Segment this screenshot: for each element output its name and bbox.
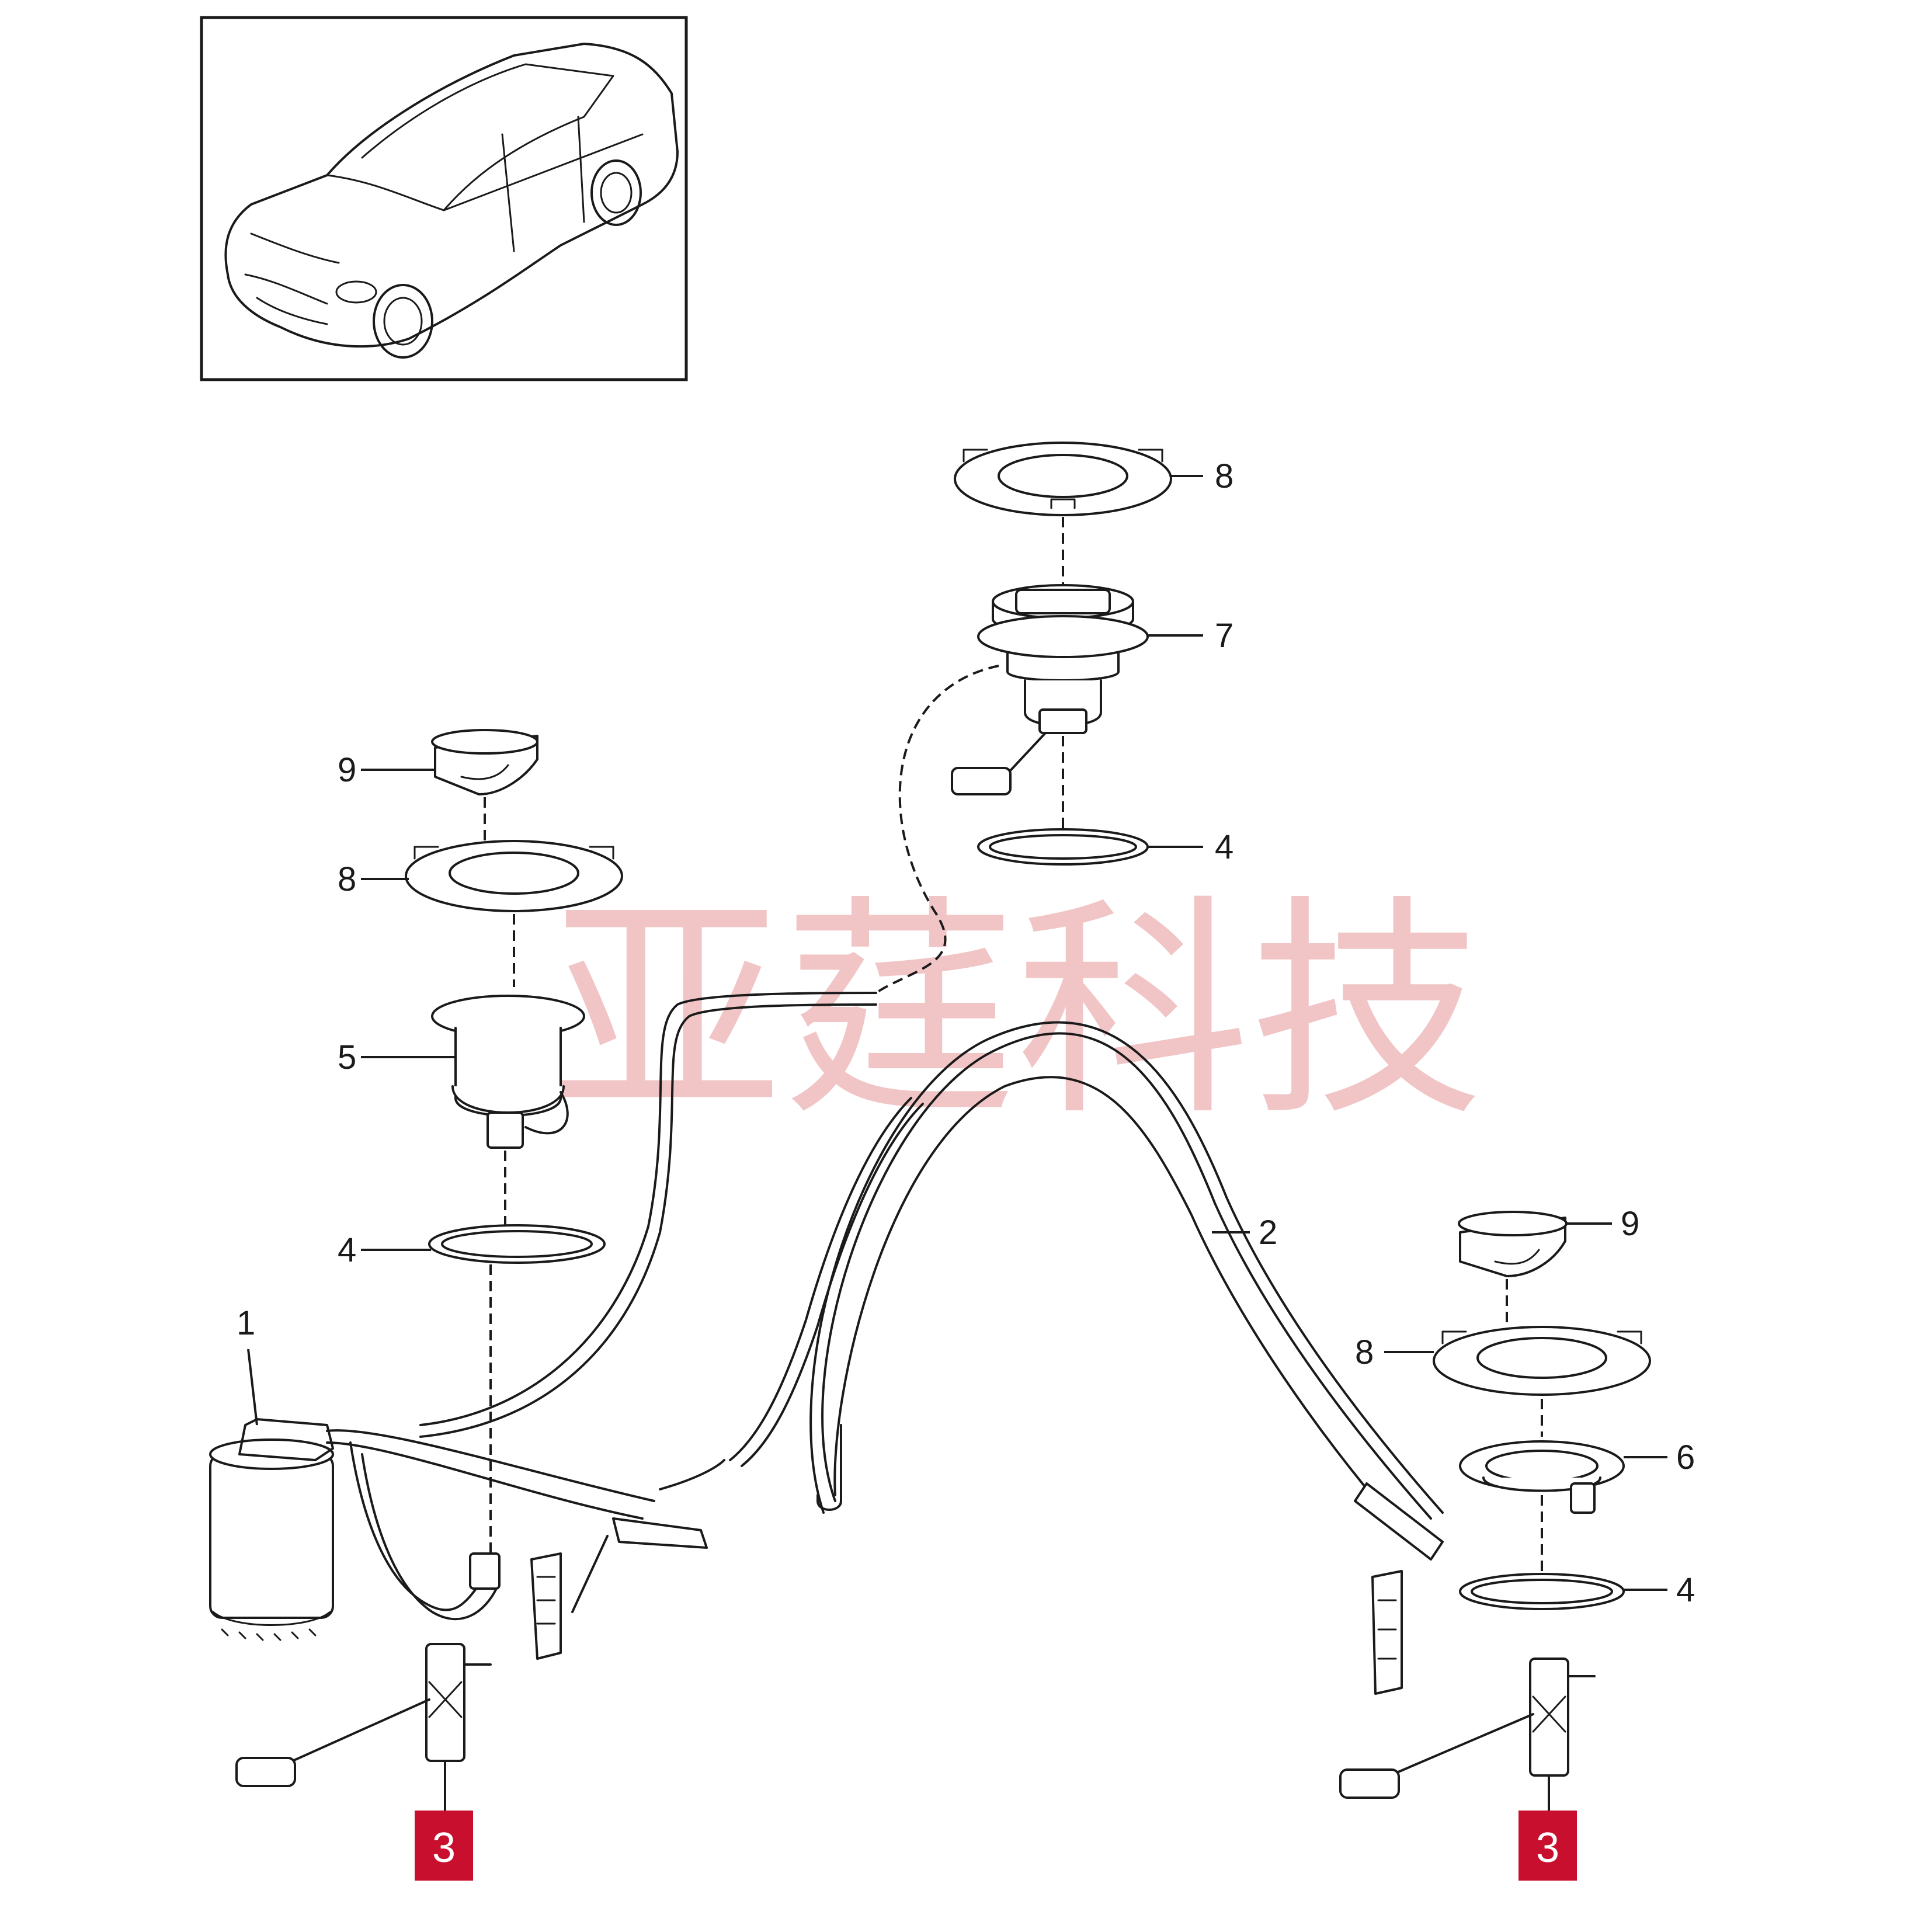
callout-labels: 9 8 5 4 1 8 7 4 2 9 8 6 4 <box>237 457 1695 1609</box>
seal-ring-top <box>977 828 1149 866</box>
highlighted-callout-3-right: 3 <box>1519 1811 1577 1881</box>
callout-5: 5 <box>338 1038 356 1076</box>
fuel-flange-top <box>875 584 1149 994</box>
vehicle-overview-inset <box>200 16 688 381</box>
connector-right-mid <box>1371 1570 1403 1695</box>
lock-ring-left <box>405 840 623 912</box>
callout-3-left: 3 <box>432 1825 456 1871</box>
lock-ring-right <box>1433 1326 1651 1396</box>
highlighted-callout-3-left: 3 <box>415 1811 473 1881</box>
callout-2: 2 <box>1259 1214 1277 1252</box>
callout-7: 7 <box>1215 617 1233 655</box>
seal-ring-right <box>1459 1573 1625 1610</box>
callout-9-right: 9 <box>1621 1205 1639 1243</box>
cover-right <box>1458 1211 1568 1277</box>
left-pump-assembly <box>209 729 877 1811</box>
fuel-line-hose <box>729 1021 1444 1695</box>
callout-4-right: 4 <box>1676 1571 1695 1609</box>
top-pump-assembly <box>875 442 1172 994</box>
seal-ring-left <box>428 1224 606 1264</box>
level-sender-right <box>1339 1658 1596 1811</box>
car-illustration <box>224 43 679 359</box>
callout-3-right: 3 <box>1536 1825 1559 1871</box>
lock-ring-top <box>954 442 1172 516</box>
right-sender-assembly <box>1339 1211 1651 1811</box>
fuel-pump-left <box>431 995 585 1149</box>
level-sender-left <box>235 1643 492 1811</box>
leader-lines <box>247 475 1667 1591</box>
sender-flange-right <box>1459 1440 1625 1514</box>
callout-1: 1 <box>237 1304 255 1342</box>
watermark-text: 亚莛科技 <box>549 876 1483 1148</box>
callout-8-top: 8 <box>1215 457 1233 495</box>
pump-module <box>209 1418 655 1641</box>
callout-4-left: 4 <box>338 1231 356 1269</box>
callout-8-left: 8 <box>338 860 356 898</box>
connector-left-mid <box>530 1517 708 1660</box>
callout-9-left: 9 <box>338 751 356 789</box>
callout-4-top: 4 <box>1215 828 1233 866</box>
callout-8-right: 8 <box>1355 1333 1374 1371</box>
cover-left <box>431 729 538 795</box>
callout-6: 6 <box>1676 1438 1695 1476</box>
